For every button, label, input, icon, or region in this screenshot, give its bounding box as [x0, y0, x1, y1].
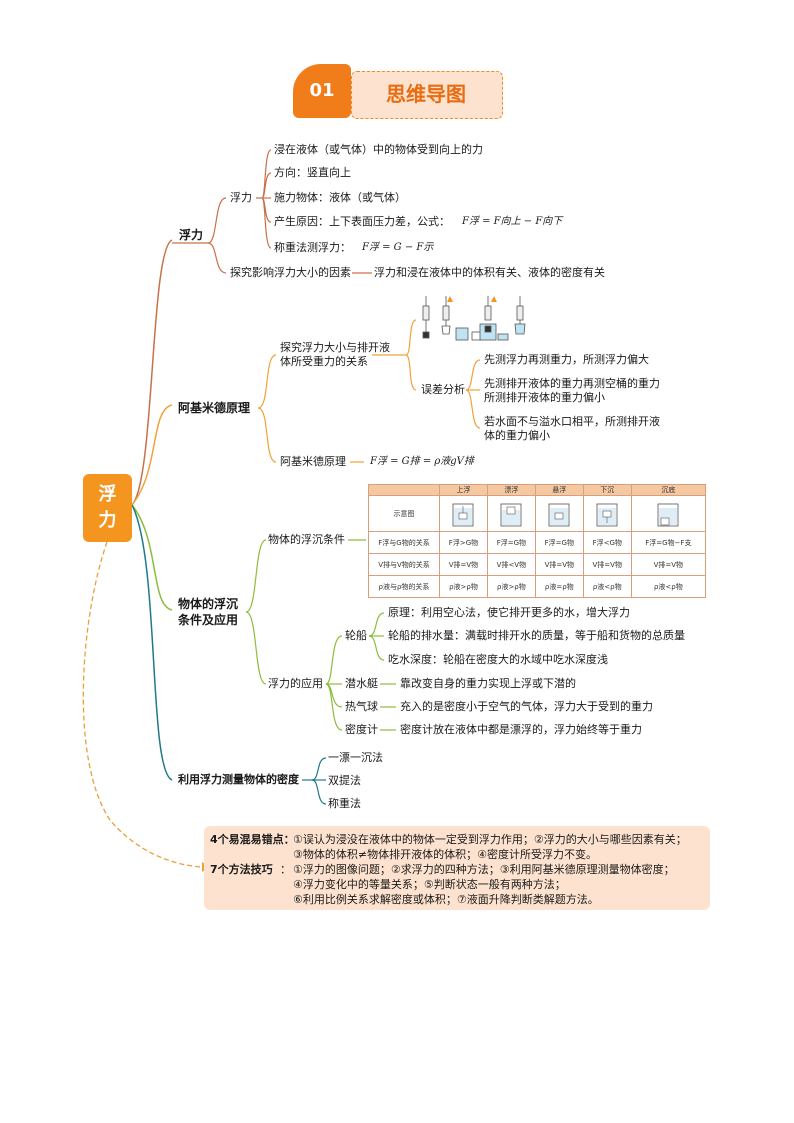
root-node: 浮 力 [83, 474, 132, 542]
connector-root-bottom-dashed [82, 541, 203, 868]
application-submarine-text: 靠改变自身的重力实现上浮或下潜的 [400, 677, 576, 690]
archimedes-principle-formula: F浮 = G排 = ρ液gV排 [370, 456, 474, 467]
mistakes-line2: ③物体的体积≠物体排开液体的体积；④密度计所受浮力不变。 [293, 848, 597, 861]
table-cell: ρ液>ρ物 [439, 575, 488, 598]
table-cell: F浮=G物 [534, 531, 584, 554]
density-method-2: 双提法 [328, 774, 361, 787]
header-title: 思维导图 [386, 82, 466, 106]
root-node-line1: 浮 [98, 484, 117, 505]
header-title-box [351, 71, 503, 119]
table-cell: F浮=G物 [486, 531, 536, 554]
ship-item-draft: 吃水深度：轮船在密度大的水域中吃水深度浅 [388, 653, 608, 666]
table-row: ρ液与ρ物的关系 ρ液>ρ物 ρ液>ρ物 ρ液=ρ物 ρ液<ρ物 ρ液<ρ物 [368, 575, 707, 598]
table-cell: V排=V物 [630, 553, 707, 576]
table-cell: ρ液=ρ物 [534, 575, 584, 598]
table-cell: ρ液>ρ物 [486, 575, 536, 598]
archimedes-error-3-line1: 若水面不与溢水口相平，所测排开液 [484, 415, 660, 428]
buoyancy-explore-result: 浮力和浸在液体中的体积有关、液体的密度有关 [374, 266, 605, 279]
branch-buoyancy-title: 浮力 [179, 228, 204, 242]
table-row: V排与V物的关系 V排=V物 V排<V物 V排=V物 V排=V物 V排=V物 [368, 553, 707, 576]
ship-item-principle: 原理：利用空心法，使它排开更多的水，增大浮力 [388, 606, 630, 619]
table-header-row: 上浮 漂浮 悬浮 下沉 沉底 [368, 484, 707, 496]
schematic-floating [486, 495, 536, 532]
table-row: F浮与G物的关系 F浮>G物 F浮=G物 F浮=G物 F浮<G物 F浮=G物−F… [368, 531, 707, 554]
buoyancy-sub-node: 浮力 [230, 191, 252, 204]
experiment-illustration [422, 296, 526, 341]
archimedes-error-2-line1: 先测排开液体的重力再测空桶的重力 [484, 377, 660, 390]
table-cell: V排<V物 [486, 553, 536, 576]
archimedes-error-2-line2: 所测排开液体的重力偏小 [484, 391, 605, 404]
application-hydrometer-text: 密度计放在液体中都是漂浮的，浮力始终等于重力 [400, 723, 642, 736]
table-header-cell: 上浮 [439, 484, 488, 496]
table-header-cell: 悬浮 [534, 484, 584, 496]
branch-archimedes-title: 阿基米德原理 [178, 401, 251, 415]
archimedes-error-label: 误差分析 [421, 383, 465, 396]
methods-colon: ： [280, 863, 291, 876]
branch-sink-float-title-line1: 物体的浮沉 [178, 597, 239, 611]
table-cell: V排=V物 [439, 553, 488, 576]
ship-item-displacement: 轮船的排水量：满载时排开水的质量，等于船和货物的总质量 [388, 629, 685, 642]
connector-root-buoyancy [131, 239, 173, 506]
methods-line3: ⑥利用比例关系求解密度或体积；⑦液面升降判断类解题方法。 [293, 893, 599, 906]
mistakes-label: 4个易混易错点： [210, 833, 295, 846]
schematic-suspended [534, 495, 584, 532]
buoyancy-item-definition: 浸在液体（或气体）中的物体受到向上的力 [274, 143, 483, 156]
mistakes-line1: ①误认为浸没在液体中的物体一定受到浮力作用；②浮力的大小与哪些因素有关； [293, 833, 687, 846]
branch-density-title: 利用浮力测量物体的密度 [178, 773, 299, 786]
schematic-bottom [630, 495, 707, 532]
connector-root-density [131, 504, 173, 781]
buoyancy-item-cause: 产生原因：上下表面压力差，公式： [274, 215, 450, 228]
buoyancy-item-direction: 方向：竖直向上 [274, 166, 351, 179]
methods-line2: ④浮力变化中的等量关系；⑤判断状态一般有两种方法； [293, 878, 566, 891]
table-cell: ρ液<ρ物 [630, 575, 707, 598]
branch-sink-float-title-line2: 条件及应用 [178, 613, 239, 627]
buoyancy-item-source: 施力物体：液体（或气体） [274, 191, 406, 204]
archimedes-experiment-line2: 体所受重力的关系 [280, 355, 368, 368]
density-method-3: 称重法 [328, 797, 361, 810]
schematic-sinking [582, 495, 632, 532]
table-header-cell: 下沉 [582, 484, 632, 496]
table-cell: V排与V物的关系 [368, 553, 440, 576]
table-cell: 示意图 [368, 495, 440, 532]
table-cell: ρ液与ρ物的关系 [368, 575, 440, 598]
formula-pressure-difference: F浮 = F向上 − F向下 [462, 216, 563, 227]
buoyancy-explore-node: 探究影响浮力大小的因素 [230, 266, 351, 279]
archimedes-error-1: 先测浮力再测重力，所测浮力偏大 [484, 353, 649, 366]
table-cell: ρ液<ρ物 [582, 575, 632, 598]
connector-root-sink [131, 504, 173, 611]
density-method-1: 一漂一沉法 [328, 751, 383, 764]
formula-weighing: F浮 = G − F示 [362, 242, 434, 253]
table-cell: F浮<G物 [582, 531, 632, 554]
application-ship-label: 轮船 [345, 629, 367, 642]
table-cell: V排=V物 [582, 553, 632, 576]
schematic-rising [439, 495, 488, 532]
summary-box [204, 826, 710, 910]
application-hydrometer-label: 密度计 [345, 723, 378, 736]
table-cell: F浮>G物 [439, 531, 488, 554]
application-balloon-text: 充入的是密度小于空气的气体，浮力大于受到的重力 [400, 700, 653, 713]
archimedes-experiment-line1: 探究浮力大小与排开液 [280, 341, 390, 354]
buoyancy-item-weighing: 称重法测浮力： [274, 241, 351, 254]
application-balloon-label: 热气球 [345, 700, 378, 713]
root-node-line2: 力 [98, 510, 117, 531]
connector-root-archimedes [131, 404, 173, 506]
archimedes-principle-label: 阿基米德原理 [280, 455, 346, 468]
methods-line1: ①浮力的图像问题；②求浮力的四种方法；③利用阿基米德原理测量物体密度； [293, 863, 675, 876]
table-header-cell: 漂浮 [486, 484, 536, 496]
sink-float-table: 上浮 漂浮 悬浮 下沉 沉底 示意图 F浮与G物的关系 F浮>G物 F浮=G物 … [368, 484, 707, 598]
application-submarine-label: 潜水艇 [345, 677, 378, 690]
methods-label: 7个方法技巧 [210, 863, 273, 876]
table-cell: F浮=G物−F支 [630, 531, 707, 554]
table-cell: V排=V物 [534, 553, 584, 576]
sink-float-conditions-label: 物体的浮沉条件 [268, 533, 345, 546]
table-header-cell [368, 484, 440, 496]
table-cell: F浮与G物的关系 [368, 531, 440, 554]
archimedes-error-3-line2: 体的重力偏小 [484, 429, 550, 442]
table-header-cell: 沉底 [630, 484, 707, 496]
sink-float-applications-label: 浮力的应用 [268, 677, 323, 690]
table-row: 示意图 [368, 495, 707, 532]
header-number-badge: 01 [293, 64, 351, 118]
